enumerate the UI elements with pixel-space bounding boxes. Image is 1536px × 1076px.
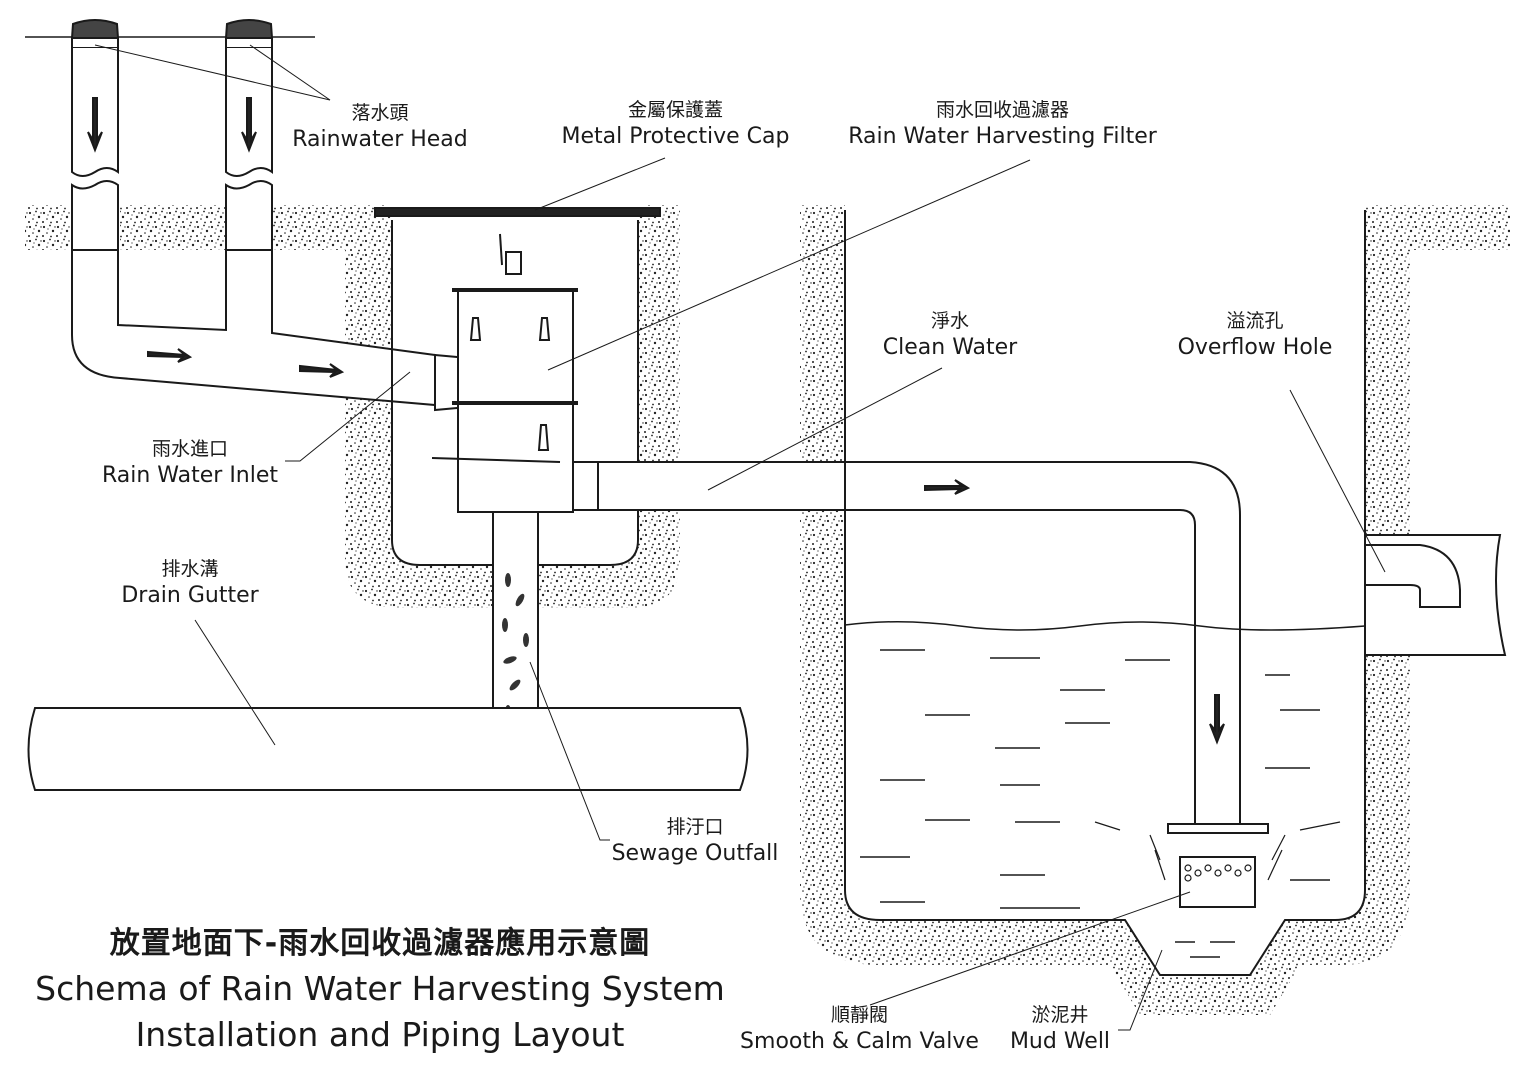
water-lines xyxy=(860,649,1330,958)
overflow-hole xyxy=(1364,534,1507,656)
label-en: Rain Water Inlet xyxy=(101,462,279,488)
title-zh: 放置地面下-雨水回收過濾器應用示意圖 xyxy=(109,926,651,961)
downpipe-right xyxy=(224,19,274,250)
inlet-pipe xyxy=(71,249,517,412)
label-en: Rain Water Harvesting Filter xyxy=(848,123,1157,149)
drain-gutter xyxy=(27,707,749,791)
label-en: Mud Well xyxy=(1009,1028,1111,1054)
label-metal-protective-cap: 金屬保護蓋 Metal Protective Cap xyxy=(548,99,803,150)
storage-tank xyxy=(844,210,1366,976)
label-zh: 淨水 xyxy=(930,310,969,332)
label-en: Rainwater Head xyxy=(292,126,468,152)
label-zh: 淤泥井 xyxy=(1031,1004,1089,1026)
label-zh: 溢流孔 xyxy=(1226,310,1284,332)
label-drain-gutter: 排水溝 Drain Gutter xyxy=(100,558,280,609)
diagram-title: 放置地面下-雨水回收過濾器應用示意圖 Schema of Rain Water … xyxy=(20,922,740,1058)
smooth-calm-valve xyxy=(1094,821,1341,908)
ground-soil xyxy=(25,205,1510,1015)
label-zh: 排汙口 xyxy=(666,816,724,838)
label-mud-well: 淤泥井 Mud Well xyxy=(995,1004,1125,1055)
label-smooth-calm-valve: 順靜閥 Smooth & Calm Valve xyxy=(727,1004,992,1055)
label-zh: 雨水回收過濾器 xyxy=(935,99,1069,121)
leader-lines xyxy=(94,44,1386,1031)
label-clean-water: 淨水 Clean Water xyxy=(860,310,1040,361)
label-en: Sewage Outfall xyxy=(611,840,779,866)
label-rainwater-head: 落水頭 Rainwater Head xyxy=(285,102,475,153)
title-en-line2: Installation and Piping Layout xyxy=(135,1015,625,1054)
label-en: Clean Water xyxy=(882,334,1018,360)
label-rain-water-inlet: 雨水進口 Rain Water Inlet xyxy=(90,438,290,489)
downpipe-left xyxy=(70,19,120,250)
metal-protective-cap xyxy=(374,207,661,217)
label-en: Metal Protective Cap xyxy=(561,123,790,149)
title-en-line1: Schema of Rain Water Harvesting System xyxy=(35,969,725,1008)
label-sewage-outfall: 排汙口 Sewage Outfall xyxy=(600,816,790,867)
label-zh: 金屬保護蓋 xyxy=(627,99,723,121)
label-overflow-hole: 溢流孔 Overflow Hole xyxy=(1160,310,1350,361)
label-zh: 雨水進口 xyxy=(151,438,228,460)
label-en: Overflow Hole xyxy=(1177,334,1333,360)
flow-arrows-icon xyxy=(1094,821,1341,881)
label-en: Smooth & Calm Valve xyxy=(740,1028,979,1054)
label-en: Drain Gutter xyxy=(121,582,259,608)
label-filter: 雨水回收過濾器 Rain Water Harvesting Filter xyxy=(835,99,1170,150)
rain-water-harvesting-filter xyxy=(431,233,578,513)
label-zh: 排水溝 xyxy=(161,558,219,580)
label-zh: 落水頭 xyxy=(351,102,409,124)
label-zh: 順靜閥 xyxy=(830,1004,888,1026)
